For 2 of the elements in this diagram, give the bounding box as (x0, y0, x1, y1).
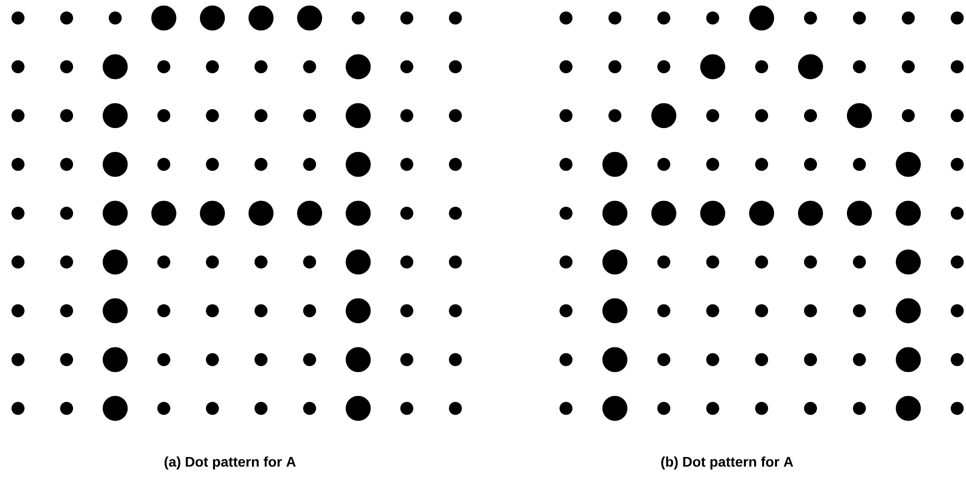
caption: (a) Dot pattern for A (164, 456, 296, 470)
caption: (b) Dot pattern for A (661, 456, 794, 470)
